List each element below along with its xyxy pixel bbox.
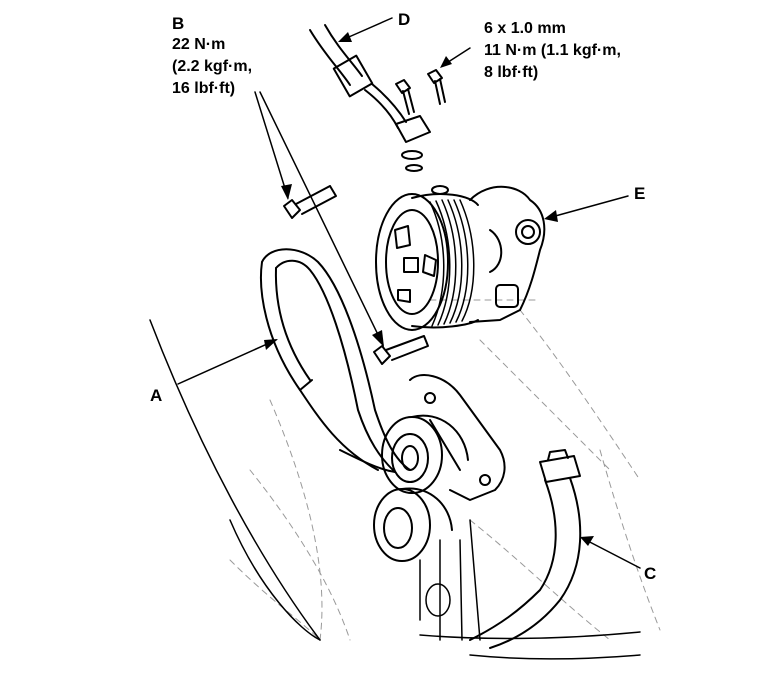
- return-hose: [469, 449, 582, 649]
- small-bolt-spec-line3: 8 lbf·ft): [484, 64, 539, 81]
- small-bolt-left: [395, 79, 415, 115]
- pressure-hose: [309, 24, 431, 172]
- bracket-legs: [419, 519, 481, 641]
- engine-block-lines: [149, 319, 641, 660]
- pump-bracket: [409, 374, 506, 501]
- small-bolt-spec-line1: 6 x 1.0 mm: [484, 20, 566, 37]
- torque-spec-b-line2: (2.2 kgf·m,: [172, 58, 253, 75]
- small-bolt-right: [427, 69, 446, 105]
- torque-spec-b-line1: 22 N·m: [172, 36, 226, 53]
- mounting-bolt-upper: [283, 185, 337, 219]
- callout-c: C: [644, 564, 657, 583]
- callout-b: B: [172, 14, 185, 33]
- tensioner-pulley: [381, 414, 469, 494]
- engine-background-outline: [229, 299, 661, 641]
- mounting-bolt-lower: [373, 335, 429, 365]
- drive-belt: [259, 248, 411, 473]
- small-bolt-spec-line2: 11 N·m (1.1 kgf·m,: [484, 42, 621, 59]
- power-steering-pump: [375, 185, 546, 331]
- callout-a: A: [150, 386, 163, 405]
- arrowheads: [264, 32, 594, 546]
- callout-d: D: [398, 10, 411, 29]
- callout-e: E: [634, 184, 646, 203]
- idler-pulley: [373, 487, 453, 562]
- torque-spec-b-line3: 16 lbf·ft): [172, 80, 236, 97]
